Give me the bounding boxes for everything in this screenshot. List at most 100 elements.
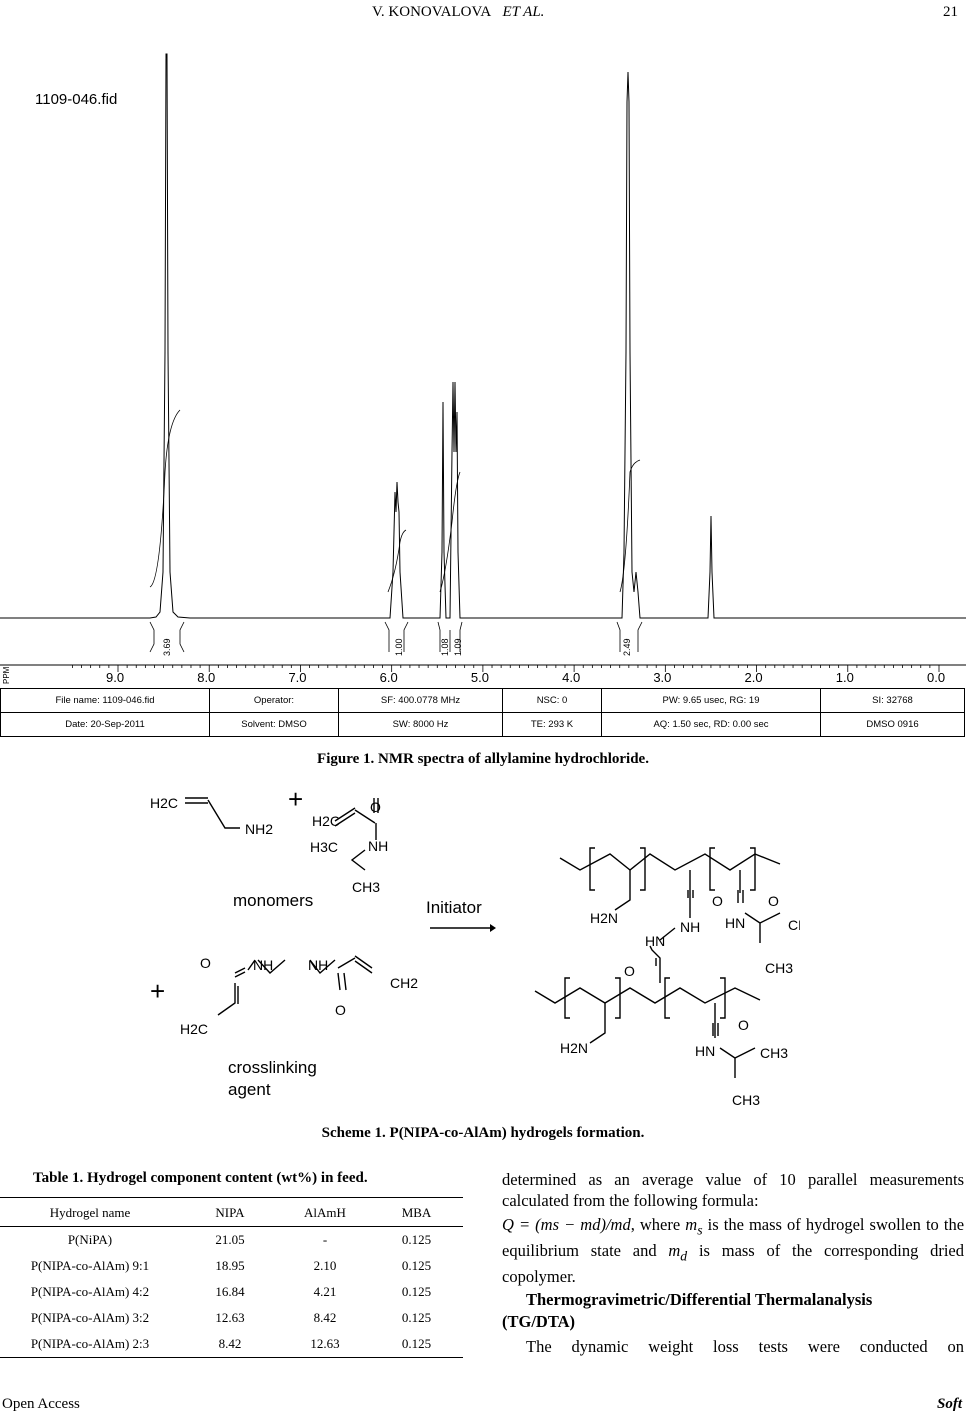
spectrum-line	[0, 53, 966, 619]
info-cell: Date: 20-Sep-2011	[0, 712, 210, 737]
atom-label: CH3	[788, 917, 800, 933]
atom-label: H2C	[180, 1021, 208, 1037]
nmr-info-table: File name: 1109-046.fid Operator: SF: 40…	[0, 688, 965, 737]
footer-open-access: Open Access	[2, 1396, 80, 1412]
table1-bottom-rule	[0, 1357, 463, 1358]
nmr-figure: 1109-046.fid 3.69 1.00 1.08 1.09 2.49 PP…	[0, 52, 966, 742]
table-cell: 0.125	[401, 1258, 432, 1273]
info-cell: SW: 8000 Hz	[338, 712, 503, 737]
table-cell: 18.95	[215, 1258, 245, 1273]
info-cell: AQ: 1.50 sec, RD: 0.00 sec	[601, 712, 821, 737]
ppm-tick-label: 0.0	[927, 670, 945, 685]
integral-value: 1.00	[394, 638, 404, 656]
header-et-al: ET AL.	[502, 4, 545, 20]
page-number: 21	[943, 4, 958, 20]
reaction-scheme: H2C NH2 H2C O NH H3C CH3 O NH NH O CH2 H…	[140, 778, 816, 1118]
atom-label: CH3	[760, 1045, 788, 1061]
atom-label: O	[712, 893, 723, 909]
table-cell: P(NiPA)	[67, 1232, 113, 1247]
page-header: V. KONOVALOVA ET AL. 21	[0, 2, 966, 24]
atom-label: CH2	[390, 975, 418, 991]
monomers-label: monomers	[233, 891, 313, 910]
atom-label: O	[768, 893, 779, 909]
header-author: V. KONOVALOVA	[372, 4, 492, 20]
ppm-label: PPM	[2, 666, 11, 684]
column-header: MBA	[401, 1205, 432, 1220]
table-cell: 0.125	[401, 1336, 432, 1351]
atom-label: O	[738, 1017, 749, 1033]
plus-sign: +	[288, 784, 303, 814]
atom-label: O	[370, 799, 381, 815]
table-cell: 21.05	[215, 1232, 245, 1247]
ppm-tick-label: 9.0	[106, 670, 124, 685]
atom-label: H2N	[590, 910, 618, 926]
paragraph-3: The dynamic weight loss tests were condu…	[526, 1337, 964, 1356]
initiator-label: Initiator	[426, 898, 482, 917]
ppm-tick-label: 2.0	[745, 670, 763, 685]
integral-value: 1.08	[440, 638, 450, 656]
atom-label: NH	[680, 919, 700, 935]
info-cell: DMSO 0916	[820, 712, 965, 737]
table-row: P(NIPA-co-AlAm) 9:1 18.95 2.10 0.125	[0, 1253, 463, 1279]
table-cell: P(NIPA-co-AlAm) 3:2	[30, 1310, 150, 1325]
integral-curve	[149, 409, 181, 588]
atom-label: NH2	[245, 821, 273, 837]
atom-label: H2C	[150, 795, 178, 811]
atom-label: H3C	[310, 839, 338, 855]
formula: Q = (ms − md)/md	[502, 1215, 631, 1234]
atom-label: CH3	[765, 960, 793, 976]
atom-label: H2N	[560, 1040, 588, 1056]
table1: Hydrogel name NIPA AlAmH MBA P(NiPA)21.0…	[0, 1200, 463, 1357]
atom-label: NH	[368, 838, 388, 854]
table-cell: P(NIPA-co-AlAm) 9:1	[30, 1258, 150, 1273]
info-cell: SI: 32768	[820, 688, 965, 713]
table-cell: 12.63	[310, 1336, 340, 1351]
footer-journal: Soft	[936, 1396, 962, 1412]
atom-label: CH3	[352, 879, 380, 895]
section-heading: Thermogravimetric/Differential Thermalan…	[526, 1290, 873, 1309]
integral-value: 3.69	[162, 638, 172, 656]
plus-sign: +	[150, 976, 165, 1006]
atom-label: O	[335, 1002, 346, 1018]
paragraph-2: Q = (ms − md)/md, where ms is the mass o…	[502, 1215, 965, 1286]
scheme1-caption: Scheme 1. P(NIPA-co-AlAm) hydrogels form…	[321, 1125, 645, 1141]
table-cell: P(NIPA-co-AlAm) 4:2	[30, 1284, 150, 1299]
crosslinking-label: agent	[228, 1080, 271, 1099]
atom-label: O	[200, 955, 211, 971]
table-cell: 2.10	[313, 1258, 337, 1273]
table-cell: P(NIPA-co-AlAm) 2:3	[30, 1336, 150, 1351]
info-cell: PW: 9.65 usec, RG: 19	[601, 688, 821, 713]
table-cell: 0.125	[401, 1232, 432, 1247]
integral-value: 2.49	[622, 638, 632, 656]
atom-label: NH	[253, 957, 273, 973]
ppm-tick-label: 7.0	[288, 670, 306, 685]
table1-title: Table 1. Hydrogel component content (wt%…	[33, 1170, 368, 1186]
bonds	[185, 797, 781, 1078]
ppm-tick-label: 1.0	[836, 670, 854, 685]
info-cell: SF: 400.0778 MHz	[338, 688, 503, 713]
ppm-minor-ticks	[71, 665, 940, 672]
column-header: NIPA	[215, 1205, 245, 1220]
scheme-drawing: H2C NH2 H2C O NH H3C CH3 O NH NH O CH2 H…	[150, 784, 816, 1108]
integral-value: 1.09	[453, 638, 463, 656]
crosslinking-label: crosslinking	[228, 1058, 317, 1077]
table-row: P(NiPA)21.05-0.125	[0, 1227, 463, 1254]
ppm-tick-label: 5.0	[471, 670, 489, 685]
ppm-tick-label: 8.0	[197, 670, 215, 685]
table-cell: 8.42	[218, 1336, 242, 1351]
atom-label: HN	[725, 915, 745, 931]
table1-top-rule	[0, 1197, 463, 1198]
ppm-tick-label: 6.0	[380, 670, 398, 685]
arrow-head	[490, 924, 496, 932]
section-heading-cont: (TG/DTA)	[502, 1312, 576, 1331]
integral-brackets	[149, 621, 643, 653]
column-header: AlAmH	[304, 1205, 346, 1220]
info-cell: Operator:	[209, 688, 339, 713]
integral-curve	[619, 459, 641, 593]
ppm-tick-label: 4.0	[562, 670, 580, 685]
atom-label: HN	[695, 1043, 715, 1059]
nmr-file-label: 1109-046.fid	[35, 91, 117, 108]
